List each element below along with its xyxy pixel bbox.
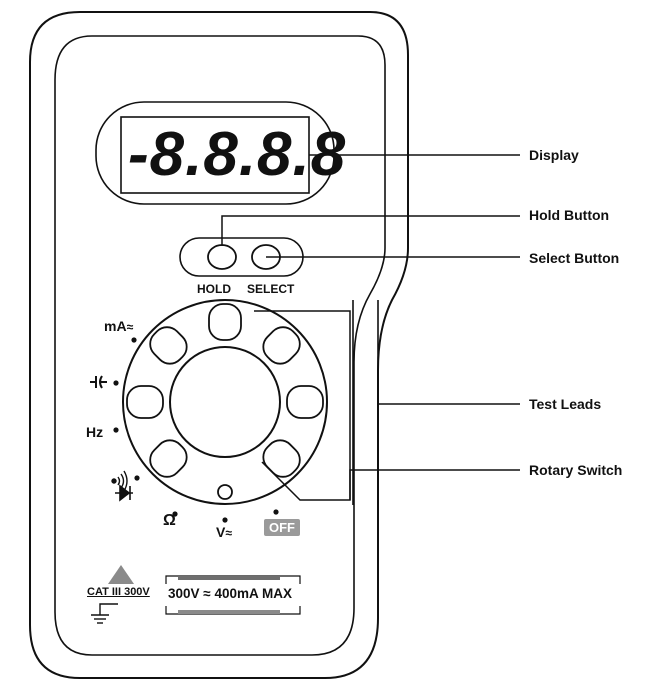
rating-max: 300V ≈ 400mA MAX: [168, 586, 292, 601]
callout-hold-button: Hold Button: [529, 207, 610, 223]
hold-button[interactable]: [207, 244, 237, 270]
callout-test-leads: Test Leads: [529, 396, 602, 412]
dial-lobe: [126, 385, 164, 419]
dial-lobe: [149, 439, 188, 478]
rating-category: CAT III 300V: [87, 586, 150, 598]
lcd-screen: [120, 116, 310, 194]
lcd-readout: -8.8.8.8: [128, 120, 347, 189]
off-badge: [264, 519, 300, 536]
callout-display: Display: [529, 147, 579, 163]
select-label: SELECT: [247, 282, 295, 296]
callout-select-button: Select Button: [529, 250, 620, 266]
rotary-pointer: [217, 484, 233, 500]
ground-icon: [91, 603, 118, 624]
capacitor-icon: [90, 375, 107, 389]
hold-label: HOLD: [197, 282, 231, 296]
callout-rotary-switch: Rotary Switch: [529, 462, 623, 478]
test-lead-red: [178, 576, 280, 580]
dial-label-hz: Hz: [86, 424, 104, 440]
dial-label-off: OFF: [269, 520, 295, 535]
dial-lobes: [126, 303, 324, 478]
test-lead-channel: [352, 300, 379, 505]
dial-lobe: [286, 385, 324, 419]
continuity-icon: [111, 470, 128, 492]
dial-label-ma: mA≈: [104, 318, 134, 334]
selector-dots: [113, 337, 279, 523]
meter-bezel: [54, 35, 386, 656]
rotary-hub: [169, 346, 281, 458]
callout-leaders: [221, 154, 520, 501]
test-lead-black: [178, 610, 280, 614]
dial-lobe: [149, 326, 188, 365]
warning-triangle-icon: [108, 565, 134, 584]
dial-lobe: [208, 303, 242, 341]
dial-label-ohm: Ω: [163, 512, 176, 529]
dial-label-volt: V≈: [216, 524, 232, 540]
dial-lobe: [262, 326, 301, 365]
